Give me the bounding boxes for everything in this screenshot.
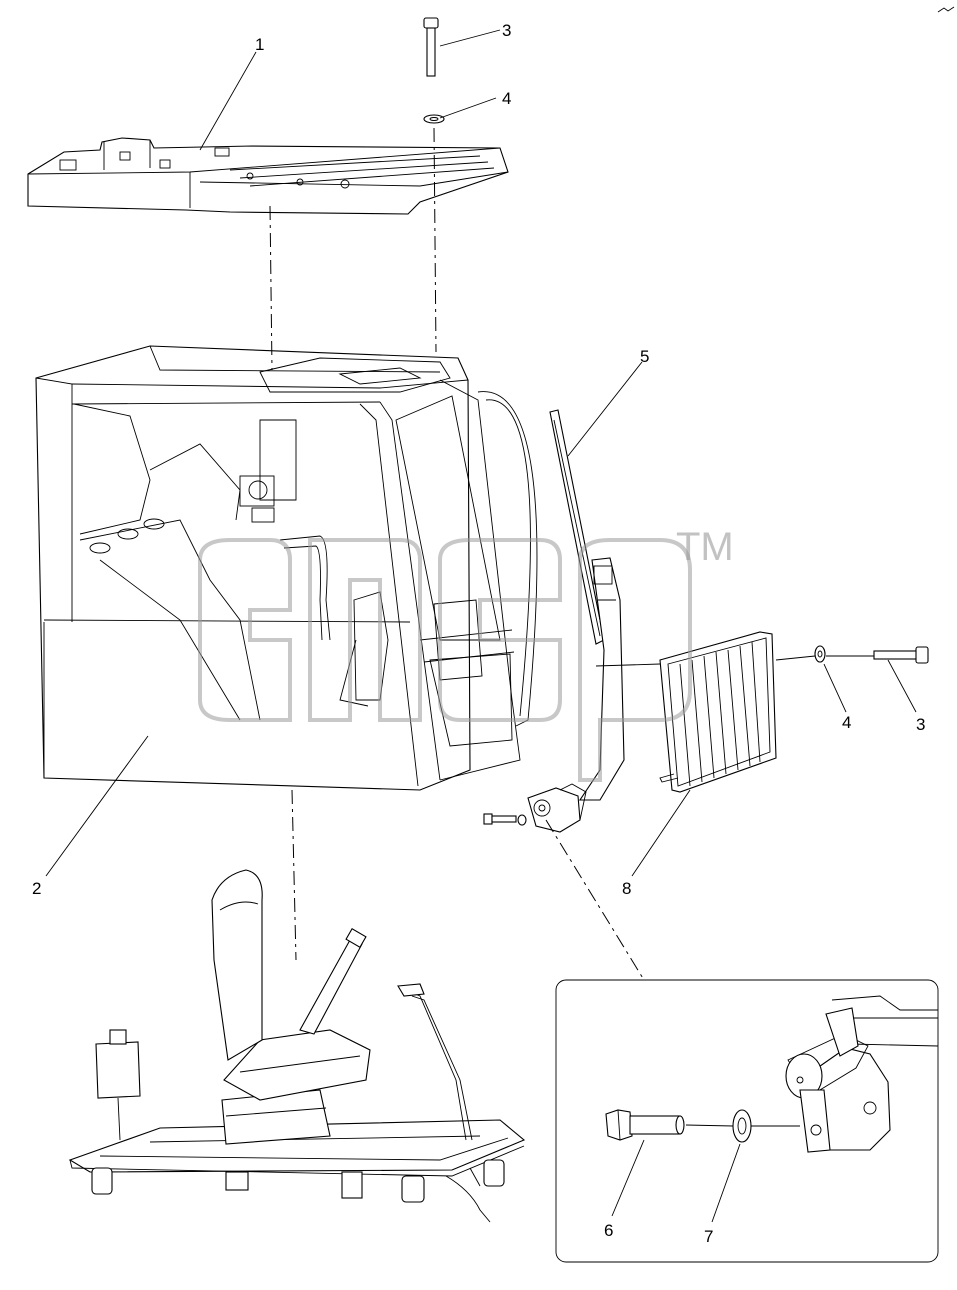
callout-2: 2 [32,879,41,898]
part-right-washer [814,645,826,663]
callout-6: 6 [604,1221,613,1240]
corner-mark-icon [937,6,955,13]
part-top-bolt [423,17,439,77]
part-guard [659,631,777,793]
callout-7: 7 [704,1227,713,1246]
leader-lines [45,29,917,1223]
watermark-logo: TM [198,525,734,782]
callout-8: 8 [622,879,631,898]
part-roof-panel [27,137,509,215]
callout-3-top: 3 [502,21,511,40]
part-seat-floor-assembly [68,869,526,1223]
callout-3-right: 3 [916,715,925,734]
part-right-bolt [873,646,929,664]
watermark-trademark: TM [676,525,734,569]
detail-inset [555,979,939,1263]
callout-5: 5 [640,347,649,366]
part-wiper [483,409,625,833]
callout-4-top: 4 [502,89,511,108]
assembly-center-lines [269,127,874,1127]
callout-1: 1 [255,35,264,54]
part-cab [35,345,538,791]
callout-4-right: 4 [842,713,851,732]
part-top-washer [423,114,445,124]
